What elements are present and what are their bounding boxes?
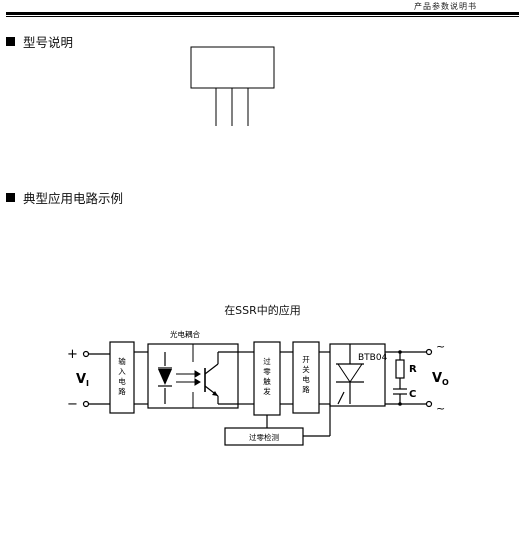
switch-circuit-block <box>292 341 320 414</box>
device-label: BTB04 <box>358 353 388 363</box>
square-bullet-icon <box>6 193 15 202</box>
trigger-circuit-char: 触 <box>263 376 271 386</box>
section-typical-application: 典型应用电路示例 <box>6 188 123 207</box>
input-circuit-char: 电 <box>118 376 126 386</box>
switch-circuit-char: 关 <box>302 364 310 374</box>
package-drawing <box>190 46 275 126</box>
triac-gate <box>337 391 345 405</box>
plus-label: + <box>67 347 78 362</box>
emitter-arrow <box>212 391 218 396</box>
resistor-r <box>395 359 405 379</box>
diagram-title: 在SSR中的应用 <box>224 304 301 317</box>
trigger-circuit-char: 零 <box>263 367 271 376</box>
trigger-circuit-char: 发 <box>263 386 271 396</box>
triac-enclosure <box>329 343 386 407</box>
input-circuit-char: 输 <box>118 356 126 366</box>
output-terminal-bottom <box>425 400 433 408</box>
tilde-bottom-label: ~ <box>436 402 445 415</box>
resistor-label: R <box>409 364 417 375</box>
section-title: 型号说明 <box>23 35 74 50</box>
triac-triangle-up <box>338 364 362 382</box>
phototransistor-collector <box>204 363 219 375</box>
switch-circuit-char: 路 <box>302 384 310 394</box>
vo-label: V <box>432 371 442 386</box>
switch-circuit-char: 开 <box>302 355 310 364</box>
section-model-description: 型号说明 <box>6 32 73 51</box>
input-terminal-minus <box>82 400 90 408</box>
header-doc-label: 产品参数说明书 <box>414 2 477 11</box>
minus-label: − <box>67 397 78 412</box>
vi-label: V <box>76 372 86 387</box>
vo-subscript: O <box>442 378 449 387</box>
tilde-top-label: ~ <box>436 340 445 353</box>
trigger-circuit-char: 过 <box>263 356 271 366</box>
header-rule-thick <box>6 12 519 15</box>
zero-detect-label: 过零检测 <box>249 432 279 442</box>
light-arrow-head <box>194 378 201 386</box>
switch-circuit-char: 电 <box>302 374 310 384</box>
header-rule-thin <box>6 16 519 17</box>
input-circuit-char: 入 <box>118 367 126 376</box>
junction-dot <box>398 402 402 406</box>
input-terminal-plus <box>82 350 90 358</box>
input-circuit-block <box>109 341 135 414</box>
led-triangle <box>158 369 172 385</box>
optocoupler-label: 光电耦合 <box>170 329 200 339</box>
junction-dot <box>398 350 402 354</box>
capacitor-label: C <box>409 389 416 400</box>
input-circuit-char: 路 <box>118 386 126 396</box>
triac-triangle-down <box>337 363 363 383</box>
output-terminal-top <box>425 348 433 356</box>
vi-subscript: I <box>86 379 89 388</box>
section-title: 典型应用电路示例 <box>23 191 124 206</box>
light-arrow-head <box>194 370 201 378</box>
square-bullet-icon <box>6 37 15 46</box>
